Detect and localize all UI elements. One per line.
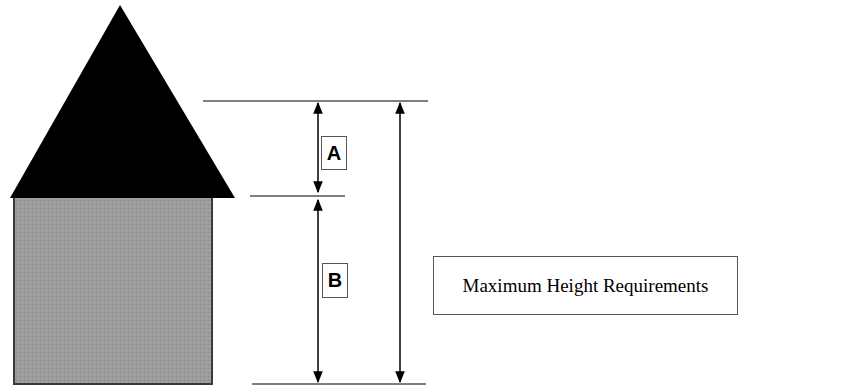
dimension-arrow [317, 103, 319, 192]
house-roof [10, 5, 235, 198]
dimension-label-box: A [321, 136, 347, 170]
extension-line [252, 383, 426, 384]
caption-box: Maximum Height Requirements [433, 256, 738, 315]
extension-line [203, 100, 428, 101]
dimension-letter: A [327, 142, 341, 165]
house-wall [14, 197, 212, 384]
caption-text: Maximum Height Requirements [463, 275, 709, 297]
dimension-arrow [317, 200, 319, 382]
dimension-label-box: B [322, 263, 348, 298]
extension-line [250, 195, 345, 196]
dimension-arrow [399, 103, 401, 382]
dimension-letter: B [328, 269, 342, 292]
